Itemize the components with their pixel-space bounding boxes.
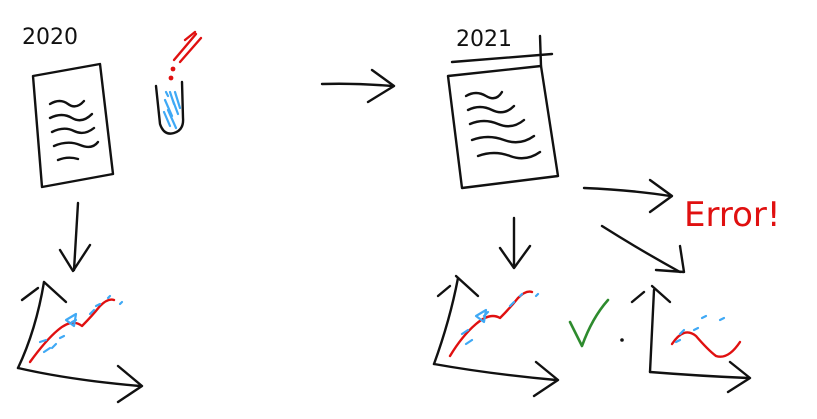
- plot-icon-error: [630, 284, 752, 394]
- test-tube-icon: [154, 80, 185, 135]
- arrow-to-error: [582, 178, 674, 214]
- plot-icon-success: [432, 274, 560, 398]
- year-2020-label: 2020: [22, 25, 78, 50]
- plot-icon: [16, 280, 144, 404]
- arrow-down-2020: [58, 201, 92, 273]
- arrow-down-2021: [498, 216, 532, 270]
- check-icon: [568, 298, 610, 348]
- document-icon-2021: [446, 34, 560, 190]
- arrow-diagonal-2021: [600, 224, 686, 274]
- pipette-icon: [168, 30, 203, 81]
- error-text: Error!: [684, 195, 781, 235]
- arrow-right-middle: [320, 68, 396, 104]
- dot-marker: [620, 338, 624, 342]
- document-icon: [31, 62, 115, 189]
- year-2021-label: 2021: [456, 27, 512, 52]
